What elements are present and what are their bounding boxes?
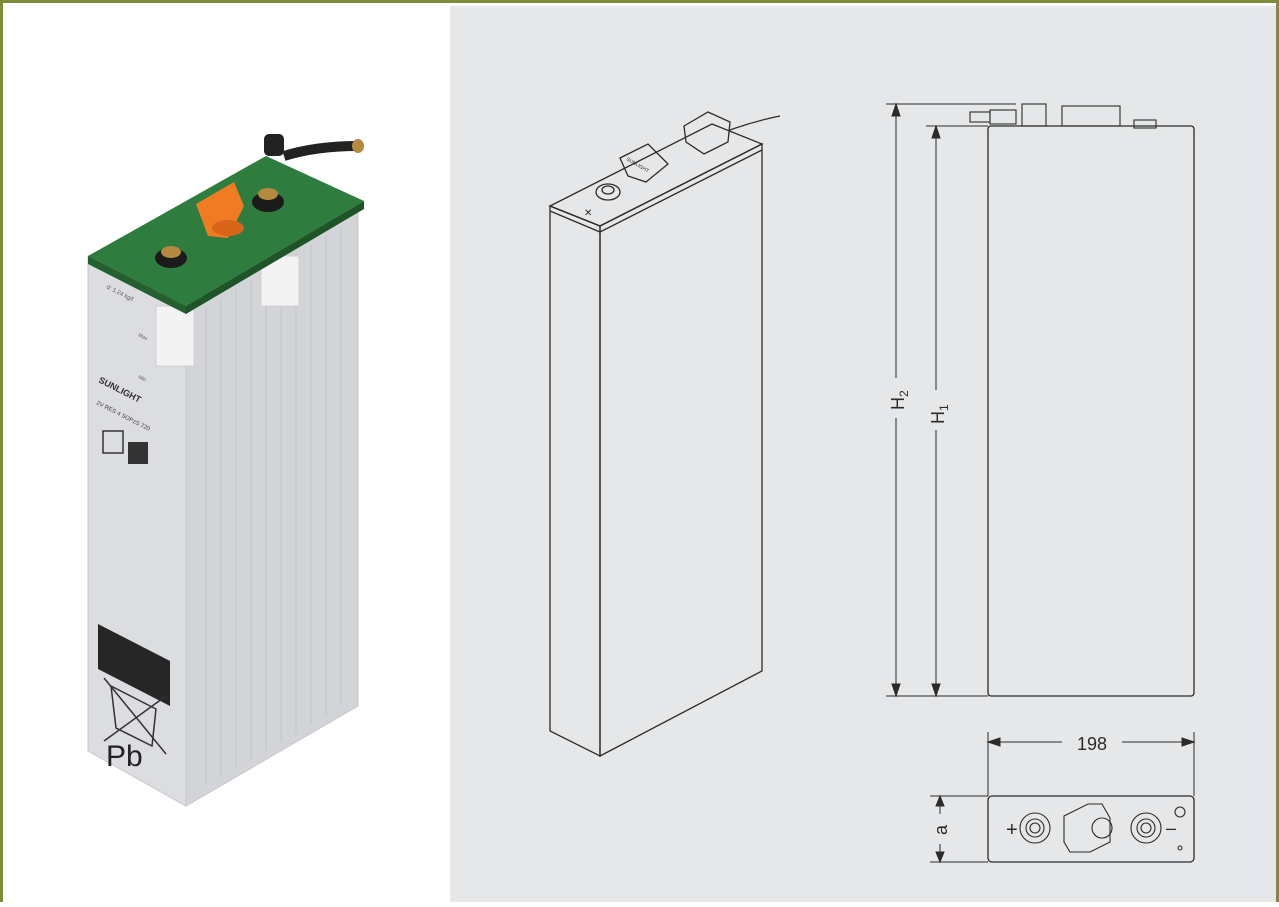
- pole-pillar-front: [155, 305, 195, 367]
- front-view-top-fittings: [969, 103, 1157, 129]
- a-label: a: [931, 824, 951, 835]
- battery-technical-drawing: ✕ SUNLIGHT H2 H1: [548, 102, 1196, 864]
- isometric-battery-outline: [548, 111, 781, 758]
- top-view-minus: –: [1166, 818, 1176, 838]
- connector-knob: [264, 134, 284, 156]
- battery-photo-illustration: d: 1.24 kg/l Max Min SUNLIGHT 2V RES 4 S…: [87, 134, 364, 807]
- product-photo: d: 1.24 kg/l Max Min SUNLIGHT 2V RES 4 S…: [6, 6, 450, 902]
- iso-minus-mark: ✕: [584, 208, 592, 219]
- level-max-text: Max: [137, 332, 149, 342]
- dimension-width: [986, 732, 1196, 796]
- top-view-plus: +: [1006, 819, 1018, 841]
- solar-panel-icon: [102, 430, 124, 454]
- pb-symbol: Pb: [106, 740, 143, 773]
- cable: [282, 141, 359, 161]
- h1-label: H1: [928, 404, 951, 424]
- crossed-bin-icon: [103, 677, 167, 755]
- safety-symbols-block: [98, 624, 170, 706]
- technical-drawing-panel: ✕ SUNLIGHT H2 H1: [450, 6, 1276, 902]
- level-min-text: Min: [137, 374, 147, 383]
- top-view-details: [1019, 803, 1186, 853]
- wind-turbine-icon: [128, 442, 148, 464]
- top-view-outline: [987, 795, 1195, 863]
- width-label: 198: [1077, 734, 1107, 754]
- dimension-h1: [926, 124, 988, 698]
- h2-label: H2: [888, 390, 911, 410]
- front-view-outline: [987, 125, 1195, 697]
- dimension-h2: [886, 102, 1016, 698]
- dimension-a: [930, 794, 988, 864]
